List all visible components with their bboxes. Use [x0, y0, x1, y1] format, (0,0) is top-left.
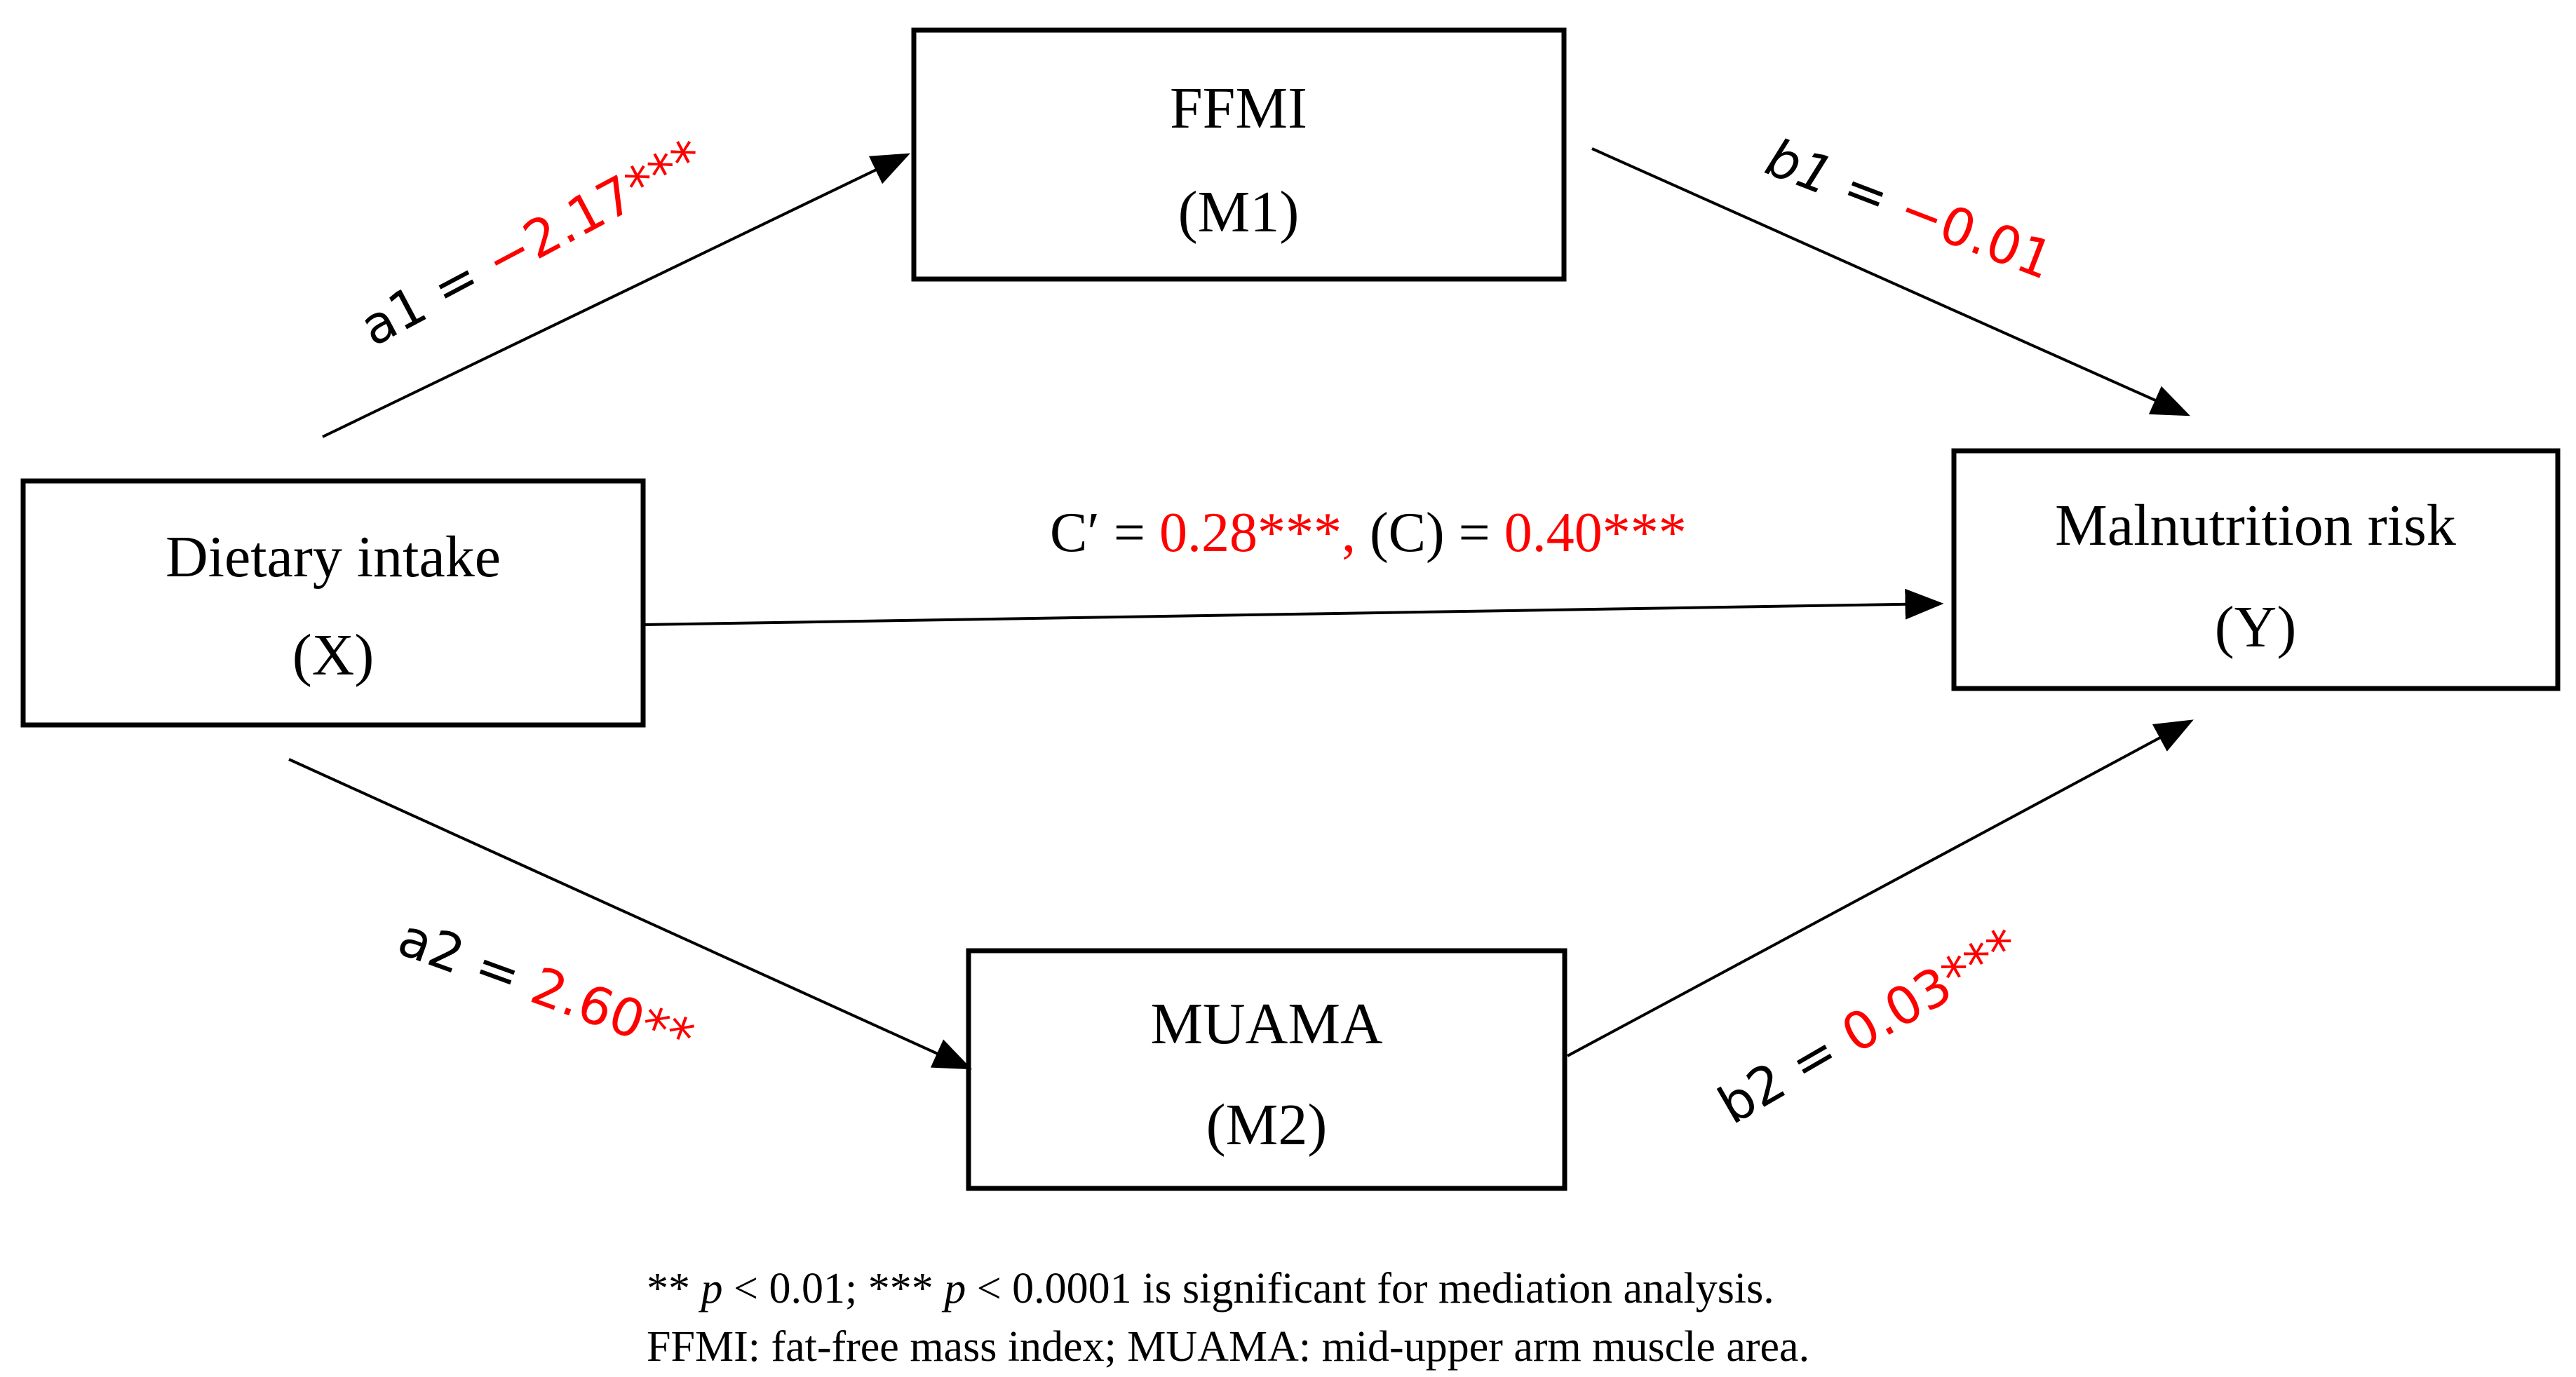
- node-y-tag: (Y): [2215, 595, 2297, 660]
- footnote-part: < 0.01; ***: [723, 1265, 945, 1312]
- arrow-m2-to-y: [1567, 719, 2194, 1057]
- node-x-name: Dietary intake: [166, 524, 501, 590]
- node-x-tag: (X): [292, 623, 375, 688]
- node-box-m2: [966, 948, 1567, 1191]
- node-m1-name: FFMI: [1170, 76, 1307, 141]
- node-m1-tag: (M1): [1178, 179, 1300, 245]
- footnote-line-2: FFMI: fat-free mass index; MUAMA: mid-up…: [647, 1323, 1809, 1371]
- coef-c-prime-label: C′ =: [1050, 502, 1159, 564]
- coef-c-total-label: (C) =: [1356, 502, 1504, 564]
- coef-a2: a2 = 2.60**: [391, 907, 701, 1069]
- arrow-x-to-m2: [288, 758, 973, 1070]
- node-box-y: [1951, 448, 2561, 691]
- node-box-m1: [911, 27, 1567, 282]
- coef-b2: b2 = 0.03***: [1708, 916, 2030, 1137]
- coef-a1-label: a1 =: [351, 238, 504, 358]
- coef-b1-label: b1 =: [1758, 128, 1913, 235]
- node-m2-name: MUAMA: [1150, 991, 1383, 1057]
- coef-c-prime-value: 0.28***,: [1159, 502, 1356, 564]
- coef-a1-value: −2.17***: [476, 128, 713, 292]
- footnote-p-symbol: p: [699, 1265, 723, 1312]
- coef-b1: b1 = −0.01: [1758, 128, 2061, 292]
- arrow-m1-to-y: [1591, 147, 2191, 416]
- coef-b2-value: 0.03***: [1832, 916, 2030, 1065]
- footnote-p-symbol: p: [941, 1265, 966, 1312]
- arrow-x-to-m1: [322, 153, 910, 438]
- node-box-x: [20, 478, 646, 728]
- footnote-line-1: ** p < 0.01; *** p < 0.0001 is significa…: [647, 1265, 1774, 1312]
- node-y-name: Malnutrition risk: [2055, 493, 2456, 558]
- footnote-part: **: [647, 1265, 701, 1312]
- coef-a2-value: 2.60**: [523, 956, 701, 1069]
- coef-c-total-value: 0.40***: [1504, 502, 1687, 564]
- arrow-x-to-y: [642, 588, 1944, 626]
- coef-a2-label: a2 =: [391, 907, 544, 1012]
- coef-a1: a1 = −2.17***: [351, 128, 713, 358]
- footnote-part: < 0.0001 is significant for mediation an…: [966, 1265, 1774, 1312]
- coef-b1-value: −0.01: [1891, 178, 2061, 292]
- coef-direct: C′ = 0.28***, (C) = 0.40***: [1050, 502, 1687, 564]
- node-m2-tag: (M2): [1206, 1092, 1328, 1158]
- coef-b2-label: b2 =: [1708, 1013, 1862, 1137]
